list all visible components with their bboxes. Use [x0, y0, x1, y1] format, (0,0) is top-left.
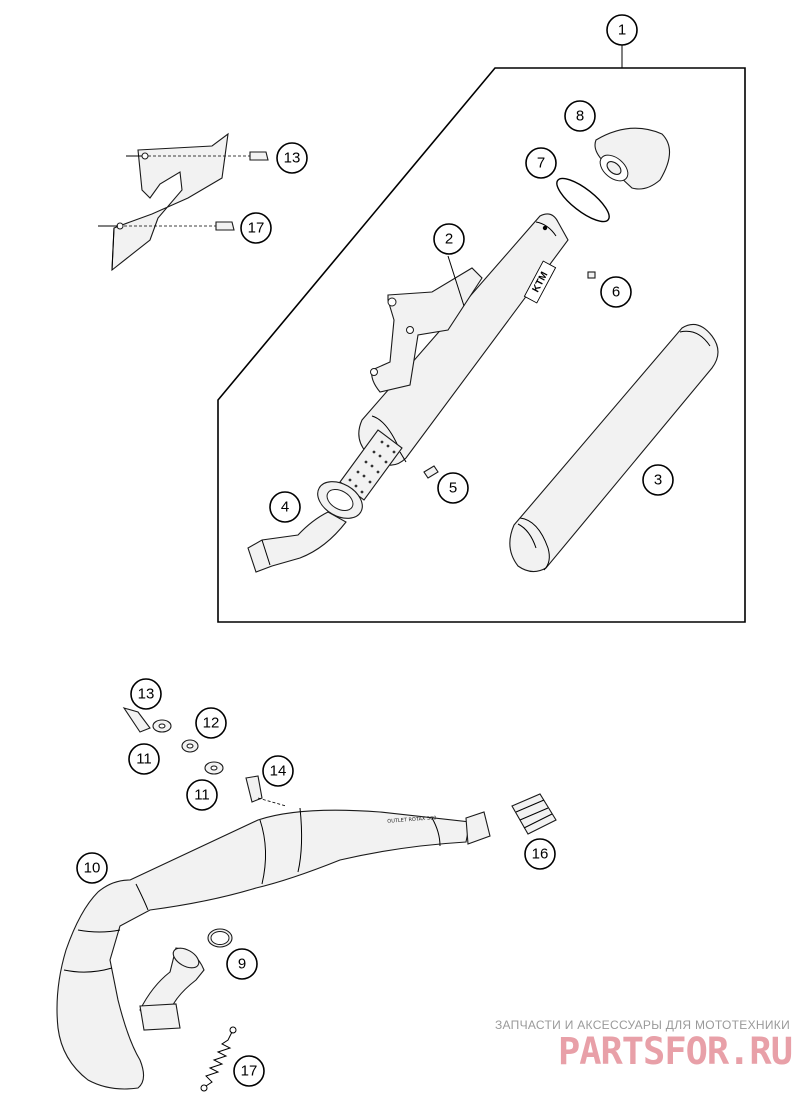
callout-3: 3: [642, 464, 674, 496]
svg-text:10: 10: [84, 860, 101, 877]
spring: [200, 1026, 237, 1092]
callout-16: 16: [524, 838, 556, 870]
svg-text:14: 14: [270, 763, 287, 780]
callout-8: 8: [564, 100, 596, 132]
callout-13-bottom: 13: [130, 678, 162, 710]
svg-text:4: 4: [281, 499, 289, 516]
svg-text:17: 17: [248, 220, 265, 237]
svg-text:17: 17: [241, 1063, 258, 1080]
callout-9: 9: [226, 948, 258, 980]
callout-4: 4: [269, 491, 301, 523]
gasket-ring: [207, 928, 233, 948]
callout-10: 10: [76, 852, 108, 884]
svg-text:11: 11: [136, 751, 152, 768]
svg-text:7: 7: [537, 155, 545, 172]
silencer-inlet-pipe: [247, 481, 363, 573]
svg-text:6: 6: [612, 284, 620, 301]
silencer-assembly-frame: [217, 67, 746, 623]
callout-5: 5: [437, 472, 469, 504]
expansion-chamber: OUTLET ROTAX 500: [56, 807, 491, 1090]
svg-text:5: 5: [449, 480, 457, 497]
svg-text:13: 13: [284, 150, 301, 167]
callout-12: 12: [195, 707, 227, 739]
mounting-hardware: [122, 707, 287, 807]
callout-17-bottom: 17: [233, 1055, 265, 1087]
leader-line: [447, 255, 465, 307]
callout-2: 2: [433, 223, 465, 255]
pipe-marking: OUTLET ROTAX 500: [387, 815, 437, 824]
svg-text:12: 12: [203, 715, 220, 732]
screw: [423, 465, 439, 479]
nut: [587, 271, 596, 279]
svg-text:16: 16: [532, 846, 549, 863]
o-ring: [556, 177, 610, 223]
rubber-sleeve: [511, 793, 557, 835]
svg-text:3: 3: [654, 472, 662, 489]
callout-17-top: 17: [240, 212, 272, 244]
callout-7: 7: [525, 147, 557, 179]
watermark-logo: PARTSFOR.RU: [557, 1030, 793, 1073]
svg-text:8: 8: [576, 108, 584, 125]
end-cap: [594, 127, 671, 190]
watermark-caption: ЗАПЧАСТИ И АКСЕССУАРЫ ДЛЯ МОТОТЕХНИКИ: [494, 1018, 790, 1032]
svg-text:9: 9: [238, 956, 246, 973]
svg-text:2: 2: [445, 231, 453, 248]
silencer-sleeve: [509, 323, 719, 573]
svg-text:11: 11: [194, 787, 210, 804]
callout-1: 1: [606, 14, 638, 46]
silencer-body: KTM: [358, 213, 569, 466]
svg-text:1: 1: [618, 22, 626, 39]
callout-11-b: 11: [186, 779, 218, 811]
callout-14: 14: [262, 755, 294, 787]
callout-11-a: 11: [128, 743, 160, 775]
leader-line: [399, 451, 407, 463]
callout-6: 6: [600, 276, 632, 308]
svg-text:13: 13: [138, 686, 155, 703]
mounting-bracket-detail: [98, 132, 269, 272]
callout-13-top: 13: [276, 142, 308, 174]
